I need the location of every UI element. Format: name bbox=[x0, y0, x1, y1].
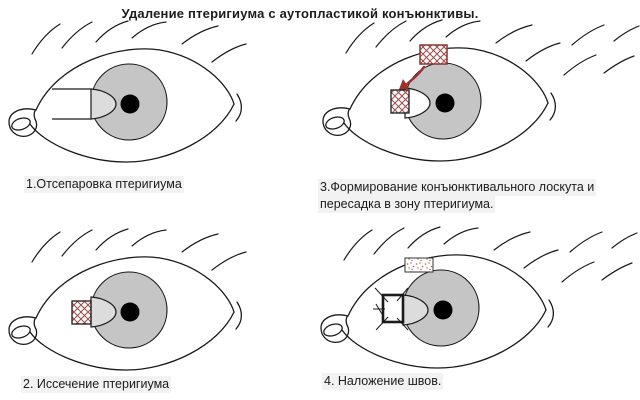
excision-area-hatched bbox=[71, 300, 92, 325]
caption-step1: 1.Отсепаровка птеригиума bbox=[24, 176, 184, 193]
panel4-eye-illustration bbox=[320, 226, 638, 369]
suture-stitches-icon bbox=[373, 287, 409, 331]
caption-step4: 4. Наложение швов. bbox=[322, 373, 444, 390]
caption-step1-text: 1.Отсепаровка птеригиума bbox=[24, 176, 184, 193]
caption-step3: 3.Формирование конъюнктивального лоскута… bbox=[318, 179, 633, 213]
pupil bbox=[120, 302, 140, 322]
donor-site-stippled bbox=[404, 257, 434, 273]
pupil bbox=[433, 300, 453, 320]
caption-step2: 2. Иссечение птеригиума bbox=[21, 376, 172, 393]
caption-step3-line1: 3.Формирование конъюнктивального лоскута… bbox=[318, 179, 597, 196]
caption-step4-text: 4. Наложение швов. bbox=[322, 373, 444, 390]
panel2-eye-illustration bbox=[8, 228, 247, 371]
pupil bbox=[435, 93, 455, 113]
eyelashes bbox=[561, 231, 638, 283]
transplanted-flap bbox=[390, 89, 410, 114]
panel1-eye-illustration bbox=[8, 20, 247, 163]
eyelashes bbox=[563, 24, 640, 76]
panel3-eye-illustration bbox=[322, 19, 640, 162]
conjunctival-flap-donor bbox=[419, 44, 448, 65]
caption-step3-line2: пересадка в зону птеригиума. bbox=[318, 196, 496, 213]
sutured-flap bbox=[373, 287, 409, 331]
caption-step2-text: 2. Иссечение птеригиума bbox=[21, 376, 172, 393]
diagram-title: Удаление птеригиума с аутопластикой конъ… bbox=[121, 6, 479, 21]
transplant-arrow-icon bbox=[398, 65, 426, 92]
pupil bbox=[120, 94, 140, 114]
